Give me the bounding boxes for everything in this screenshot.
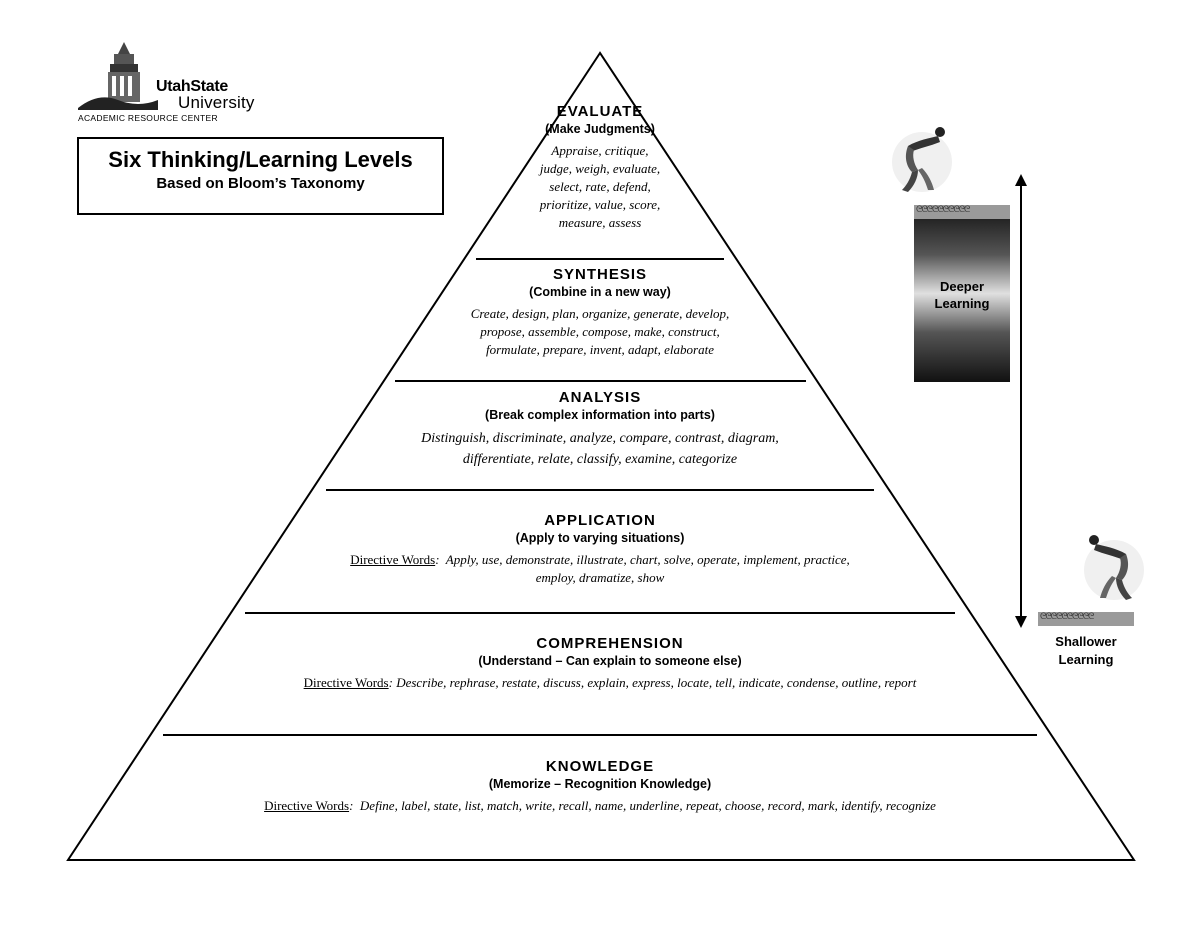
level-words-text: Apply, use, demonstrate, illustrate, cha… (445, 552, 850, 567)
deeper-label-line: Deeper (939, 279, 985, 294)
wave-glyphs: ᘓᘓᘓᘓᘓᘓᘓᘓᘓᘓ (1040, 612, 1094, 622)
level-words: Directive Words: Define, label, state, l… (100, 797, 1100, 815)
level-name: SYNTHESIS (552, 266, 648, 283)
level-words-text: Describe, rephrase, restate, discuss, ex… (396, 675, 917, 690)
logo: UtahState University ACADEMIC RESOURCE C… (78, 40, 268, 124)
title-box: Six Thinking/Learning Levels Based on Bl… (77, 137, 444, 215)
logo-name: UtahState (156, 78, 228, 95)
logo-center-name: ACADEMIC RESOURCE CENTER (78, 113, 218, 123)
level-name: EVALUATE (556, 103, 644, 120)
level-words-line: measure, assess (558, 215, 642, 230)
level-description: (Make Judgments) (545, 122, 655, 136)
level-name: COMPREHENSION (536, 635, 684, 652)
level-words-line: judge, weigh, evaluate, (539, 161, 661, 176)
shallow-learning-label: Shallower Learning (1030, 633, 1142, 669)
diver-icon (892, 127, 952, 192)
level-knowledge: KNOWLEDGE (Memorize – Recognition Knowle… (100, 758, 1100, 815)
building-logo-icon (78, 42, 158, 110)
level-words-line: Appraise, critique, (551, 143, 649, 158)
level-words-line: Directive Words: Define, label, state, l… (264, 798, 936, 813)
level-words-text: Define, label, state, list, match, write… (359, 798, 936, 813)
level-words: Directive Words: Apply, use, demonstrate… (250, 551, 950, 587)
level-words-line: formulate, prepare, invent, adapt, elabo… (486, 342, 714, 357)
shallow-label-line: Learning (1058, 652, 1114, 667)
wave-strip: ᘓᘓᘓᘓᘓᘓᘓᘓᘓᘓ (914, 205, 1010, 219)
level-description: (Combine in a new way) (529, 285, 671, 299)
level-words-line: select, rate, defend, (549, 179, 651, 194)
level-words-line: differentiate, relate, classify, examine… (462, 452, 738, 467)
diver-icon (1084, 535, 1144, 600)
level-synthesis: SYNTHESIS (Combine in a new way) Create,… (400, 266, 800, 359)
level-words-line: Directive Words: Apply, use, demonstrate… (350, 552, 850, 567)
title-main: Six Thinking/Learning Levels (108, 147, 413, 172)
directive-label: Directive Words (264, 798, 350, 813)
level-evaluate: EVALUATE (Make Judgments) Appraise, crit… (480, 103, 720, 232)
deeper-label-line: Learning (934, 296, 990, 311)
deeper-learning-label: Deeper Learning (914, 278, 1010, 312)
shallow-label-line: Shallower (1055, 634, 1117, 649)
shallow-learning-block: ᘓᘓᘓᘓᘓᘓᘓᘓᘓᘓ (1038, 612, 1134, 626)
level-name: KNOWLEDGE (545, 758, 655, 775)
double-arrow-icon (1015, 174, 1027, 628)
level-analysis: ANALYSIS (Break complex information into… (330, 389, 870, 470)
level-words-line: prioritize, value, score, (539, 197, 661, 212)
level-words-line: propose, assemble, compose, make, constr… (480, 324, 720, 339)
logo-subname: University (178, 93, 255, 112)
level-words: Create, design, plan, organize, generate… (400, 305, 800, 359)
deeper-learning-bar: ᘓᘓᘓᘓᘓᘓᘓᘓᘓᘓ (914, 205, 1010, 382)
wave-glyphs: ᘓᘓᘓᘓᘓᘓᘓᘓᘓᘓ (916, 205, 970, 215)
level-description: (Break complex information into parts) (485, 408, 715, 422)
pyramid-outline (66, 51, 1136, 861)
level-description: (Understand – Can explain to someone els… (478, 654, 742, 668)
title-sub: Based on Bloom’s Taxonomy (156, 175, 365, 192)
level-words-line: employ, dramatize, show (535, 570, 665, 585)
directive-label: Directive Words (303, 675, 389, 690)
level-words: Appraise, critique, judge, weigh, evalua… (480, 142, 720, 232)
directive-label: Directive Words (350, 552, 436, 567)
level-comprehension: COMPREHENSION (Understand – Can explain … (170, 635, 1050, 692)
level-words-line: Directive Words: Describe, rephrase, res… (303, 675, 917, 690)
level-name: APPLICATION (544, 512, 656, 529)
level-words-line: Create, design, plan, organize, generate… (470, 306, 730, 321)
level-name: ANALYSIS (558, 389, 642, 406)
level-description: (Apply to varying situations) (515, 531, 685, 545)
level-words-line: Distinguish, discriminate, analyze, comp… (421, 431, 779, 446)
level-words: Distinguish, discriminate, analyze, comp… (330, 428, 870, 470)
level-words: Directive Words: Describe, rephrase, res… (170, 674, 1050, 692)
level-description: (Memorize – Recognition Knowledge) (488, 777, 712, 791)
level-application: APPLICATION (Apply to varying situations… (250, 512, 950, 587)
